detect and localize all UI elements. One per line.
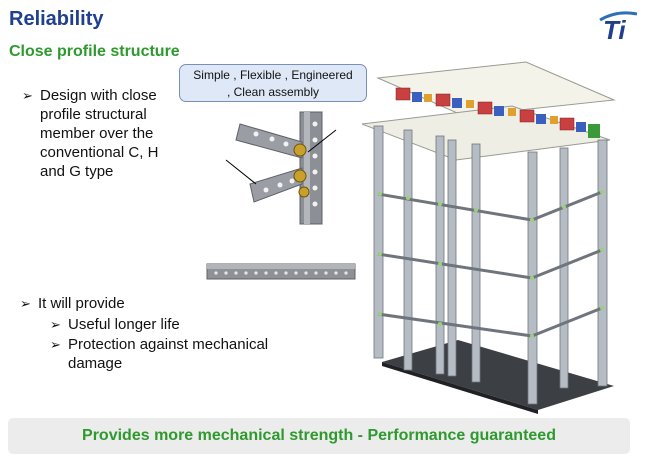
- bullet-design-text: Design with close profile structural mem…: [40, 87, 159, 180]
- arrow-bullet-icon: ➢: [20, 296, 31, 311]
- sub-bullet-protection: ➢ Protection against mechanical damage: [50, 335, 318, 373]
- callout-line-1: Simple , Flexible , Engineered: [193, 68, 353, 82]
- sub-bullet-life-text: Useful longer life: [68, 316, 180, 333]
- slide-title: Reliability: [9, 8, 104, 30]
- sub-bullet-protection-text: Protection against mechanical damage: [68, 336, 269, 372]
- arrow-bullet-icon: ➢: [22, 88, 33, 103]
- bullet-design: ➢ Design with close profile structural me…: [22, 86, 175, 181]
- profile-member-image: [206, 263, 356, 280]
- feature-callout: Simple , Flexible , Engineered , Clean a…: [179, 64, 367, 102]
- ti-logo-icon: Ti: [599, 11, 638, 42]
- sub-bullet-life: ➢ Useful longer life: [50, 315, 180, 334]
- profile-joint-image: [225, 111, 337, 225]
- callout-line-2: , Clean assembly: [226, 85, 320, 99]
- bullet-provide: ➢ It will provide: [20, 294, 125, 313]
- slide-subtitle: Close profile structure: [9, 43, 180, 60]
- footer-banner: Provides more mechanical strength - Perf…: [8, 418, 630, 454]
- logo-text: Ti: [603, 15, 626, 42]
- arrow-bullet-icon: ➢: [50, 337, 61, 352]
- bullet-provide-text: It will provide: [38, 295, 125, 312]
- arrow-bullet-icon: ➢: [50, 317, 61, 332]
- rack-structure-image: [361, 61, 616, 414]
